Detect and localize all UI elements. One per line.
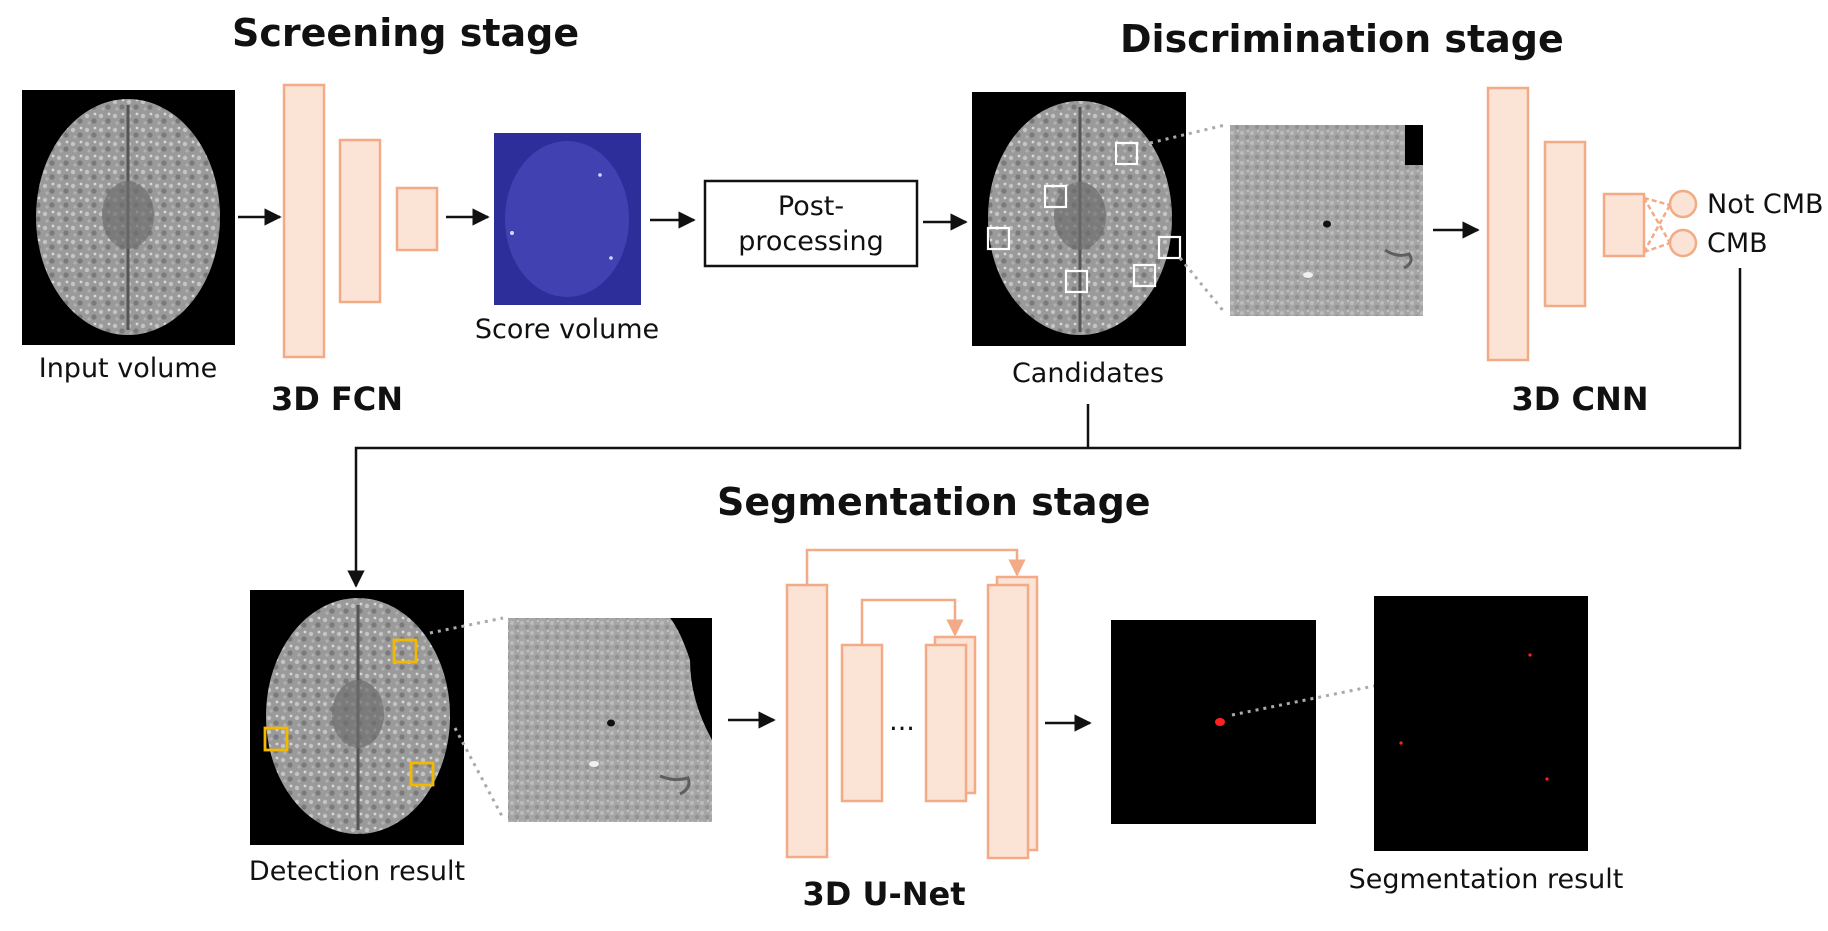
cnn-fc-link bbox=[1642, 204, 1672, 253]
cnn-fc-link bbox=[1643, 196, 1671, 207]
segmentation-stage-title: Segmentation stage bbox=[717, 480, 1151, 524]
unet-encoder-2 bbox=[840, 643, 884, 803]
candidates-label: Candidates bbox=[1012, 358, 1164, 389]
score-volume-image bbox=[494, 133, 641, 305]
input-volume-image bbox=[22, 90, 235, 345]
unet-network: ... bbox=[785, 548, 1039, 860]
segmentation-result-image bbox=[1374, 596, 1588, 851]
output-node-cmb bbox=[1668, 228, 1698, 258]
cmb-label: CMB bbox=[1707, 228, 1768, 259]
cnn-label: 3D CNN bbox=[1511, 380, 1648, 418]
post-processing-label-line2: processing bbox=[738, 226, 884, 257]
fcn-layer-2 bbox=[338, 138, 382, 304]
cnn-layer-3 bbox=[1602, 192, 1646, 258]
zoom-line-bottom bbox=[1178, 257, 1227, 314]
detection-box bbox=[409, 761, 435, 787]
score-volume-label: Score volume bbox=[475, 314, 659, 345]
candidate-box bbox=[1132, 263, 1157, 288]
not-cmb-label: Not CMB bbox=[1707, 189, 1824, 220]
detection-box bbox=[392, 638, 418, 664]
fcn-layer-1 bbox=[282, 83, 326, 359]
skip-connection-2 bbox=[860, 598, 964, 645]
unet-decoder-1 bbox=[986, 583, 1030, 860]
unet-label: 3D U-Net bbox=[802, 875, 965, 913]
zoom-line-top bbox=[1149, 123, 1226, 145]
unet-encoder-1 bbox=[785, 583, 829, 859]
candidate-box bbox=[1043, 184, 1068, 209]
detection-result-label: Detection result bbox=[249, 856, 465, 887]
detection-result-image bbox=[250, 590, 464, 845]
connector-cmb-to-merge bbox=[1088, 268, 1742, 450]
unet-ellipsis: ... bbox=[889, 706, 915, 737]
discrimination-stage-title: Discrimination stage bbox=[1120, 17, 1564, 61]
cnn-fc-link bbox=[1642, 197, 1672, 244]
candidate-box bbox=[1114, 141, 1139, 166]
output-node-not-cmb bbox=[1668, 189, 1698, 219]
candidate-box bbox=[986, 226, 1011, 251]
candidates-image bbox=[972, 92, 1186, 346]
screening-stage-title: Screening stage bbox=[232, 11, 579, 55]
input-volume-label: Input volume bbox=[39, 353, 218, 384]
segmentation-result-label: Segmentation result bbox=[1349, 864, 1624, 895]
detection-patch-image bbox=[508, 618, 712, 822]
cnn-layer-2 bbox=[1543, 140, 1587, 308]
connector-merge-to-detection bbox=[347, 446, 1088, 588]
detection-box bbox=[263, 726, 289, 752]
unet-decoder-2 bbox=[924, 643, 968, 803]
cnn-fc-link bbox=[1643, 241, 1671, 254]
fcn-layer-3 bbox=[395, 186, 439, 252]
segmentation-patch-image bbox=[1111, 620, 1316, 824]
candidate-box bbox=[1064, 269, 1089, 294]
candidate-box bbox=[1157, 235, 1182, 260]
post-processing-box bbox=[703, 179, 919, 268]
cnn-network bbox=[1486, 86, 1698, 362]
candidate-patch-image bbox=[1230, 125, 1423, 316]
fcn-label: 3D FCN bbox=[271, 380, 403, 418]
skip-connection-1 bbox=[805, 548, 1026, 585]
zoom-line-bottom bbox=[453, 727, 505, 819]
fcn-network bbox=[282, 83, 439, 359]
cnn-layer-1 bbox=[1486, 86, 1530, 362]
post-processing-label-line1: Post- bbox=[778, 191, 844, 222]
